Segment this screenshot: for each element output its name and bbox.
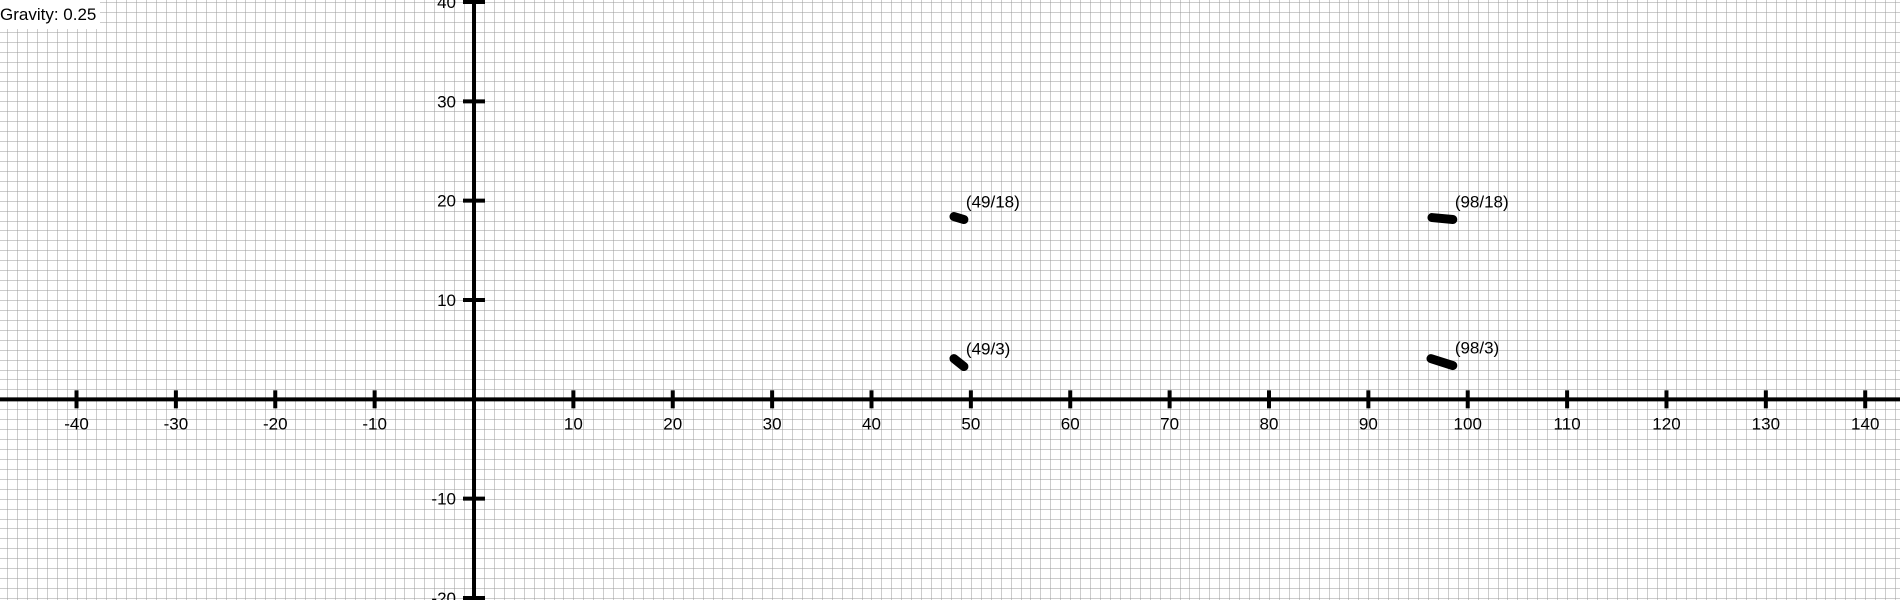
gravity-readout: Gravity: 0.25	[0, 0, 101, 29]
marker-label: (49/3)	[966, 340, 1010, 359]
x-tick-label: -30	[164, 414, 189, 433]
x-tick-label: 30	[763, 414, 782, 433]
x-tick-label: 140	[1851, 414, 1879, 433]
x-tick-label: 100	[1454, 414, 1482, 433]
x-tick-label: 120	[1652, 414, 1680, 433]
gravity-value: 0.25	[63, 5, 97, 24]
y-tick-label: 10	[437, 291, 456, 310]
marker-label: (98/3)	[1455, 339, 1499, 358]
x-tick-label: 90	[1359, 414, 1378, 433]
marker-stroke	[1426, 354, 1458, 371]
x-tick-label: 110	[1554, 414, 1581, 433]
y-tick-label: 20	[437, 192, 456, 211]
marker-stroke	[949, 354, 969, 372]
marker-1[interactable]: (49/18)	[949, 193, 1020, 225]
x-tick-label: 70	[1160, 414, 1179, 433]
markers[interactable]: (49/18) (98/18) (49/3) (98/3)	[949, 193, 1509, 372]
x-tick-label: -40	[64, 414, 89, 433]
y-tick-label: -10	[431, 490, 456, 509]
x-tick-label: -20	[263, 414, 288, 433]
y-tick-label: 40	[437, 0, 456, 12]
marker-4[interactable]: (98/3)	[1426, 339, 1499, 371]
x-tick-label: 10	[564, 414, 583, 433]
y-tick-label: 30	[437, 92, 456, 111]
x-tick-label: 40	[862, 414, 881, 433]
x-tick-label: 50	[961, 414, 980, 433]
marker-label: (49/18)	[966, 193, 1020, 212]
x-tick-label: 80	[1260, 414, 1279, 433]
x-tick-label: -10	[362, 414, 387, 433]
marker-label: (98/18)	[1455, 193, 1509, 212]
y-tick-label: -20	[431, 589, 456, 600]
x-tick-label: 130	[1752, 414, 1780, 433]
marker-2[interactable]: (98/18)	[1427, 193, 1509, 225]
marker-stroke	[949, 212, 969, 225]
x-tick-label: 60	[1061, 414, 1080, 433]
marker-3[interactable]: (49/3)	[949, 340, 1010, 372]
marker-stroke	[1427, 213, 1458, 225]
gravity-label: Gravity:	[0, 5, 59, 24]
x-tick-label: 20	[663, 414, 682, 433]
